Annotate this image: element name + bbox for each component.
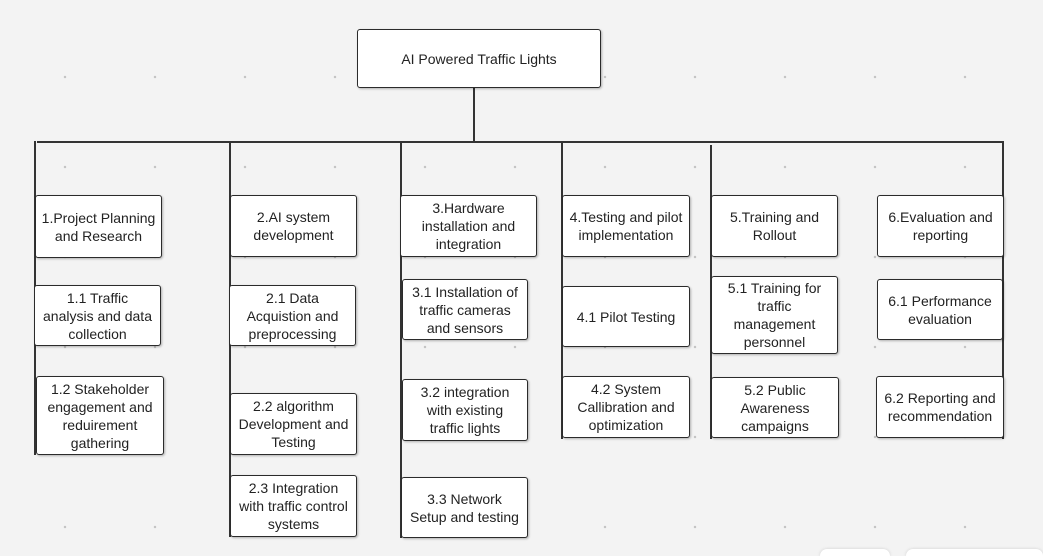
node-4-2[interactable]: 4.2 System Callibration and optimization	[562, 376, 690, 438]
column-3-line	[400, 141, 402, 538]
toolbar-widget-right[interactable]	[906, 549, 1043, 556]
node-3-2[interactable]: 3.2 integration with existing traffic li…	[402, 379, 528, 441]
root-node[interactable]: AI Powered Traffic Lights	[357, 29, 601, 88]
node-2-1[interactable]: 2.1 Data Acquistion and preprocessing	[229, 285, 356, 346]
root-stem-line	[473, 88, 475, 141]
node-5-2[interactable]: 5.2 Public Awareness campaigns	[711, 377, 839, 438]
node-6-2[interactable]: 6.2 Reporting and recommendation	[876, 376, 1004, 438]
node-1-header[interactable]: 1.Project Planning and Research	[35, 195, 162, 258]
node-4-header[interactable]: 4.Testing and pilot implementation	[562, 195, 690, 257]
node-2-3[interactable]: 2.3 Integration with traffic control sys…	[230, 475, 357, 537]
node-5-header[interactable]: 5.Training and Rollout	[711, 195, 838, 257]
node-1-2[interactable]: 1.2 Stakeholder engagement and reduireme…	[36, 376, 164, 455]
node-3-3[interactable]: 3.3 Network Setup and testing	[401, 477, 528, 538]
node-6-header[interactable]: 6.Evaluation and reporting	[877, 195, 1004, 257]
node-1-1[interactable]: 1.1 Traffic analysis and data collection	[34, 285, 161, 346]
toolbar-widget-left[interactable]	[820, 549, 890, 556]
horizontal-bus-line	[37, 141, 1003, 143]
node-6-1[interactable]: 6.1 Performance evaluation	[877, 279, 1003, 340]
node-2-header[interactable]: 2.AI system development	[230, 195, 357, 257]
node-3-header[interactable]: 3.Hardware installation and integration	[400, 195, 537, 257]
node-5-1[interactable]: 5.1 Training for traffic management pers…	[711, 276, 838, 354]
column-4-line	[561, 141, 563, 439]
node-2-2[interactable]: 2.2 algorithm Development and Testing	[230, 393, 357, 455]
node-3-1[interactable]: 3.1 Installation of traffic cameras and …	[402, 279, 528, 340]
column-5-line	[710, 145, 712, 439]
node-4-1[interactable]: 4.1 Pilot Testing	[562, 286, 690, 347]
